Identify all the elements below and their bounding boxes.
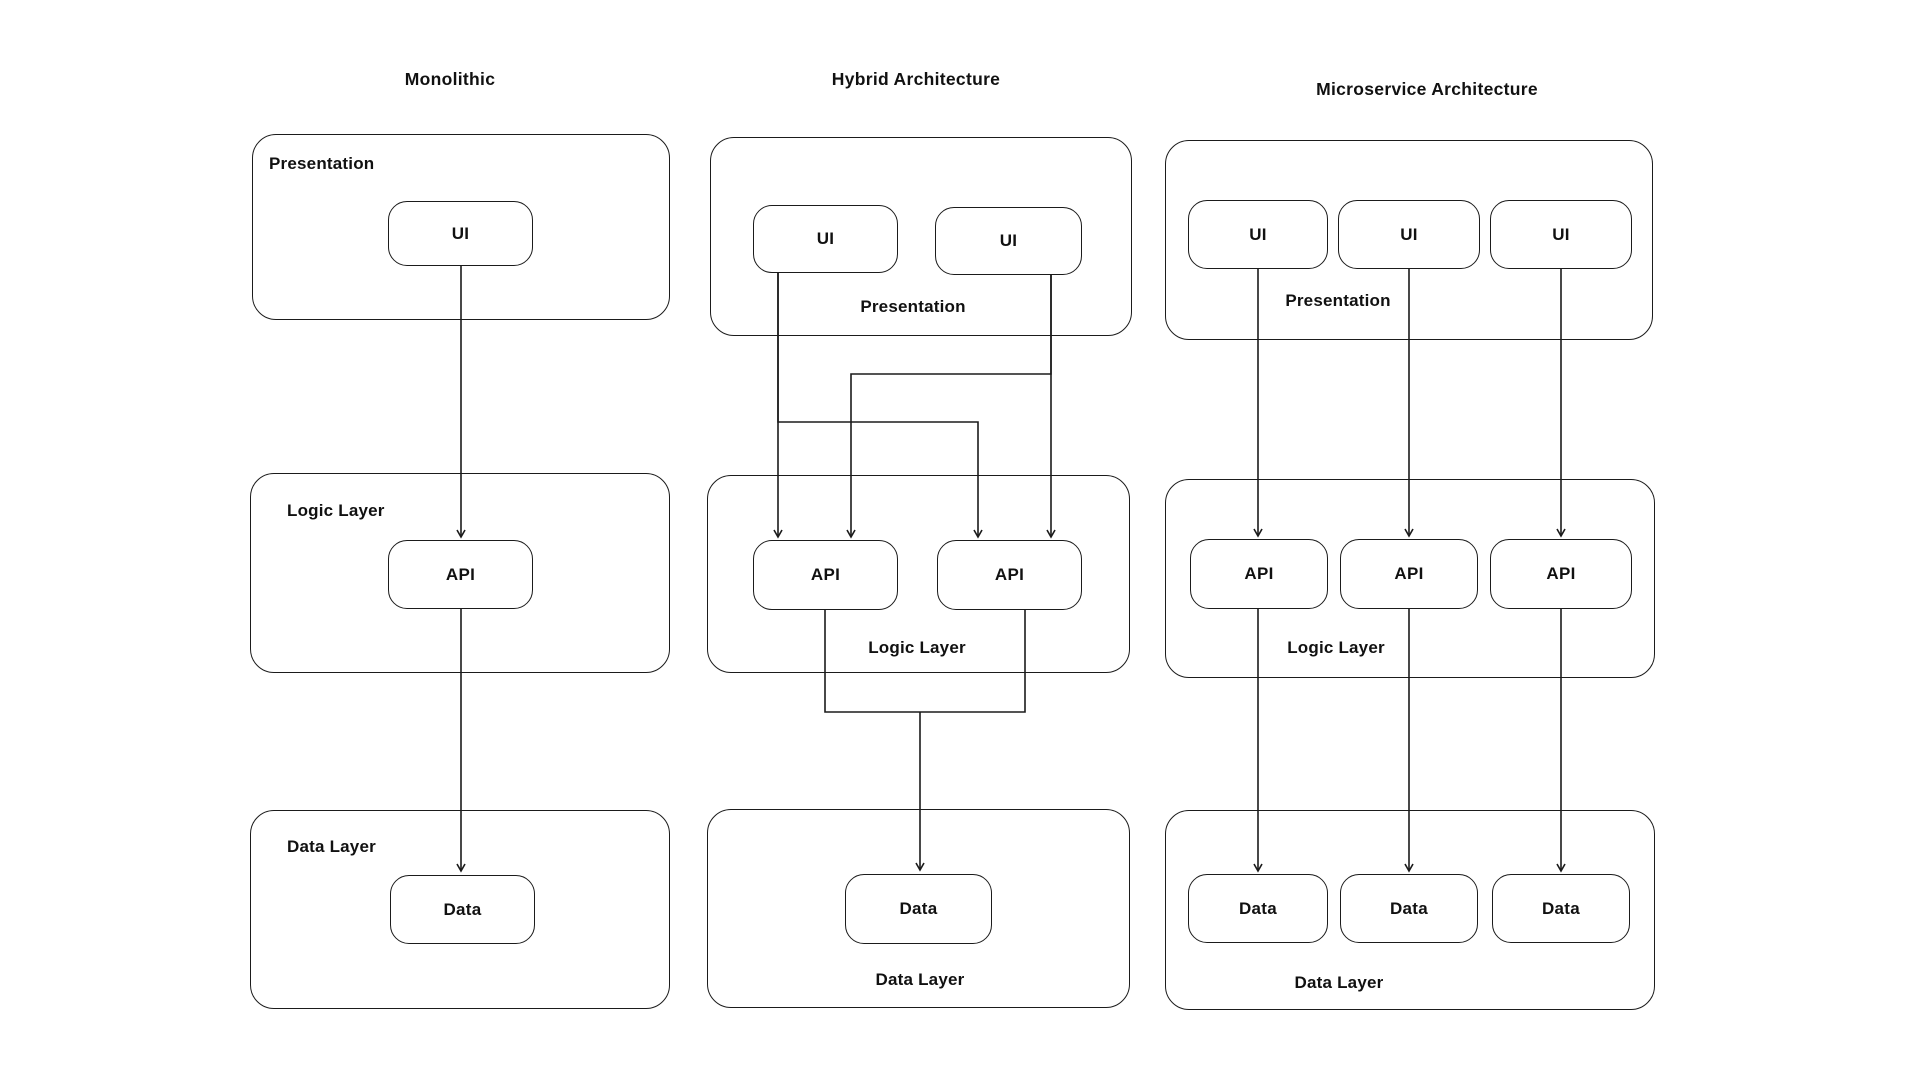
microservice-data-label: Data Layer	[1294, 973, 1384, 992]
microservice-data-layer-box	[1165, 810, 1655, 1010]
microservice-api-node-2: API	[1340, 539, 1478, 609]
hybrid-data-node: Data	[845, 874, 992, 944]
microservice-data-node-2-label: Data	[1389, 898, 1429, 918]
microservice-ui-node-3: UI	[1490, 200, 1632, 269]
hybrid-data-label: Data Layer	[875, 970, 965, 989]
hybrid-presentation-layer-box	[710, 137, 1132, 336]
hybrid-logic-label: Logic Layer	[868, 638, 966, 657]
edge-hybrid-ui1-api2	[777, 273, 983, 539]
monolithic-api-node-label: API	[445, 564, 476, 584]
hybrid-presentation-label: Presentation	[860, 297, 966, 316]
microservice-api-node-3-label: API	[1546, 564, 1576, 583]
edge-hybrid-api-merge	[824, 610, 1026, 713]
hybrid-ui-node-1-label: UI	[816, 229, 835, 248]
microservice-data-node-3: Data	[1492, 874, 1630, 943]
hybrid-api-node-2: API	[937, 540, 1082, 610]
monolithic-api-node: API	[388, 540, 533, 609]
microservice-api-node-1: API	[1190, 539, 1328, 609]
hybrid-ui-node-2: UI	[935, 207, 1082, 275]
hybrid-ui-node-1: UI	[753, 205, 898, 273]
microservice-ui-node-3-label: UI	[1552, 224, 1570, 244]
monolithic-presentation-label: Presentation	[269, 154, 375, 173]
microservice-ui-node-2-label: UI	[1400, 224, 1418, 244]
column-title-monolithic: Monolithic	[404, 69, 496, 89]
monolithic-data-label: Data Layer	[287, 837, 376, 856]
hybrid-api-node-1: API	[753, 540, 898, 610]
column-title-hybrid: Hybrid Architecture	[831, 69, 1001, 89]
monolithic-ui-node-label: UI	[451, 223, 470, 243]
microservice-data-node-1: Data	[1188, 874, 1328, 943]
hybrid-api-node-1-label: API	[810, 565, 841, 584]
monolithic-data-node: Data	[390, 875, 535, 944]
microservice-ui-node-1-label: UI	[1249, 224, 1267, 244]
microservice-presentation-layer-box	[1165, 140, 1653, 340]
monolithic-data-layer-box	[250, 810, 670, 1009]
hybrid-data-node-label: Data	[899, 899, 938, 918]
microservice-logic-label: Logic Layer	[1287, 638, 1385, 657]
microservice-presentation-label: Presentation	[1285, 291, 1391, 310]
microservice-api-node-2-label: API	[1394, 564, 1424, 583]
microservice-ui-node-1: UI	[1188, 200, 1328, 269]
hybrid-api-node-2-label: API	[994, 565, 1025, 584]
hybrid-logic-layer-box	[707, 475, 1130, 673]
monolithic-ui-node: UI	[388, 201, 533, 266]
monolithic-logic-layer-box	[250, 473, 670, 673]
monolithic-data-node-label: Data	[443, 899, 482, 919]
microservice-logic-layer-box	[1165, 479, 1655, 678]
monolithic-logic-label: Logic Layer	[287, 501, 385, 520]
microservice-data-node-2: Data	[1340, 874, 1478, 943]
microservice-api-node-3: API	[1490, 539, 1632, 609]
microservice-api-node-1-label: API	[1244, 564, 1274, 583]
microservice-ui-node-2: UI	[1338, 200, 1480, 269]
hybrid-data-layer-box	[707, 809, 1130, 1008]
column-title-microservice: Microservice Architecture	[1316, 79, 1538, 99]
microservice-data-node-1-label: Data	[1238, 898, 1278, 918]
hybrid-ui-node-2-label: UI	[999, 231, 1018, 250]
monolithic-presentation-layer-box	[252, 134, 670, 320]
microservice-data-node-3-label: Data	[1541, 898, 1581, 918]
